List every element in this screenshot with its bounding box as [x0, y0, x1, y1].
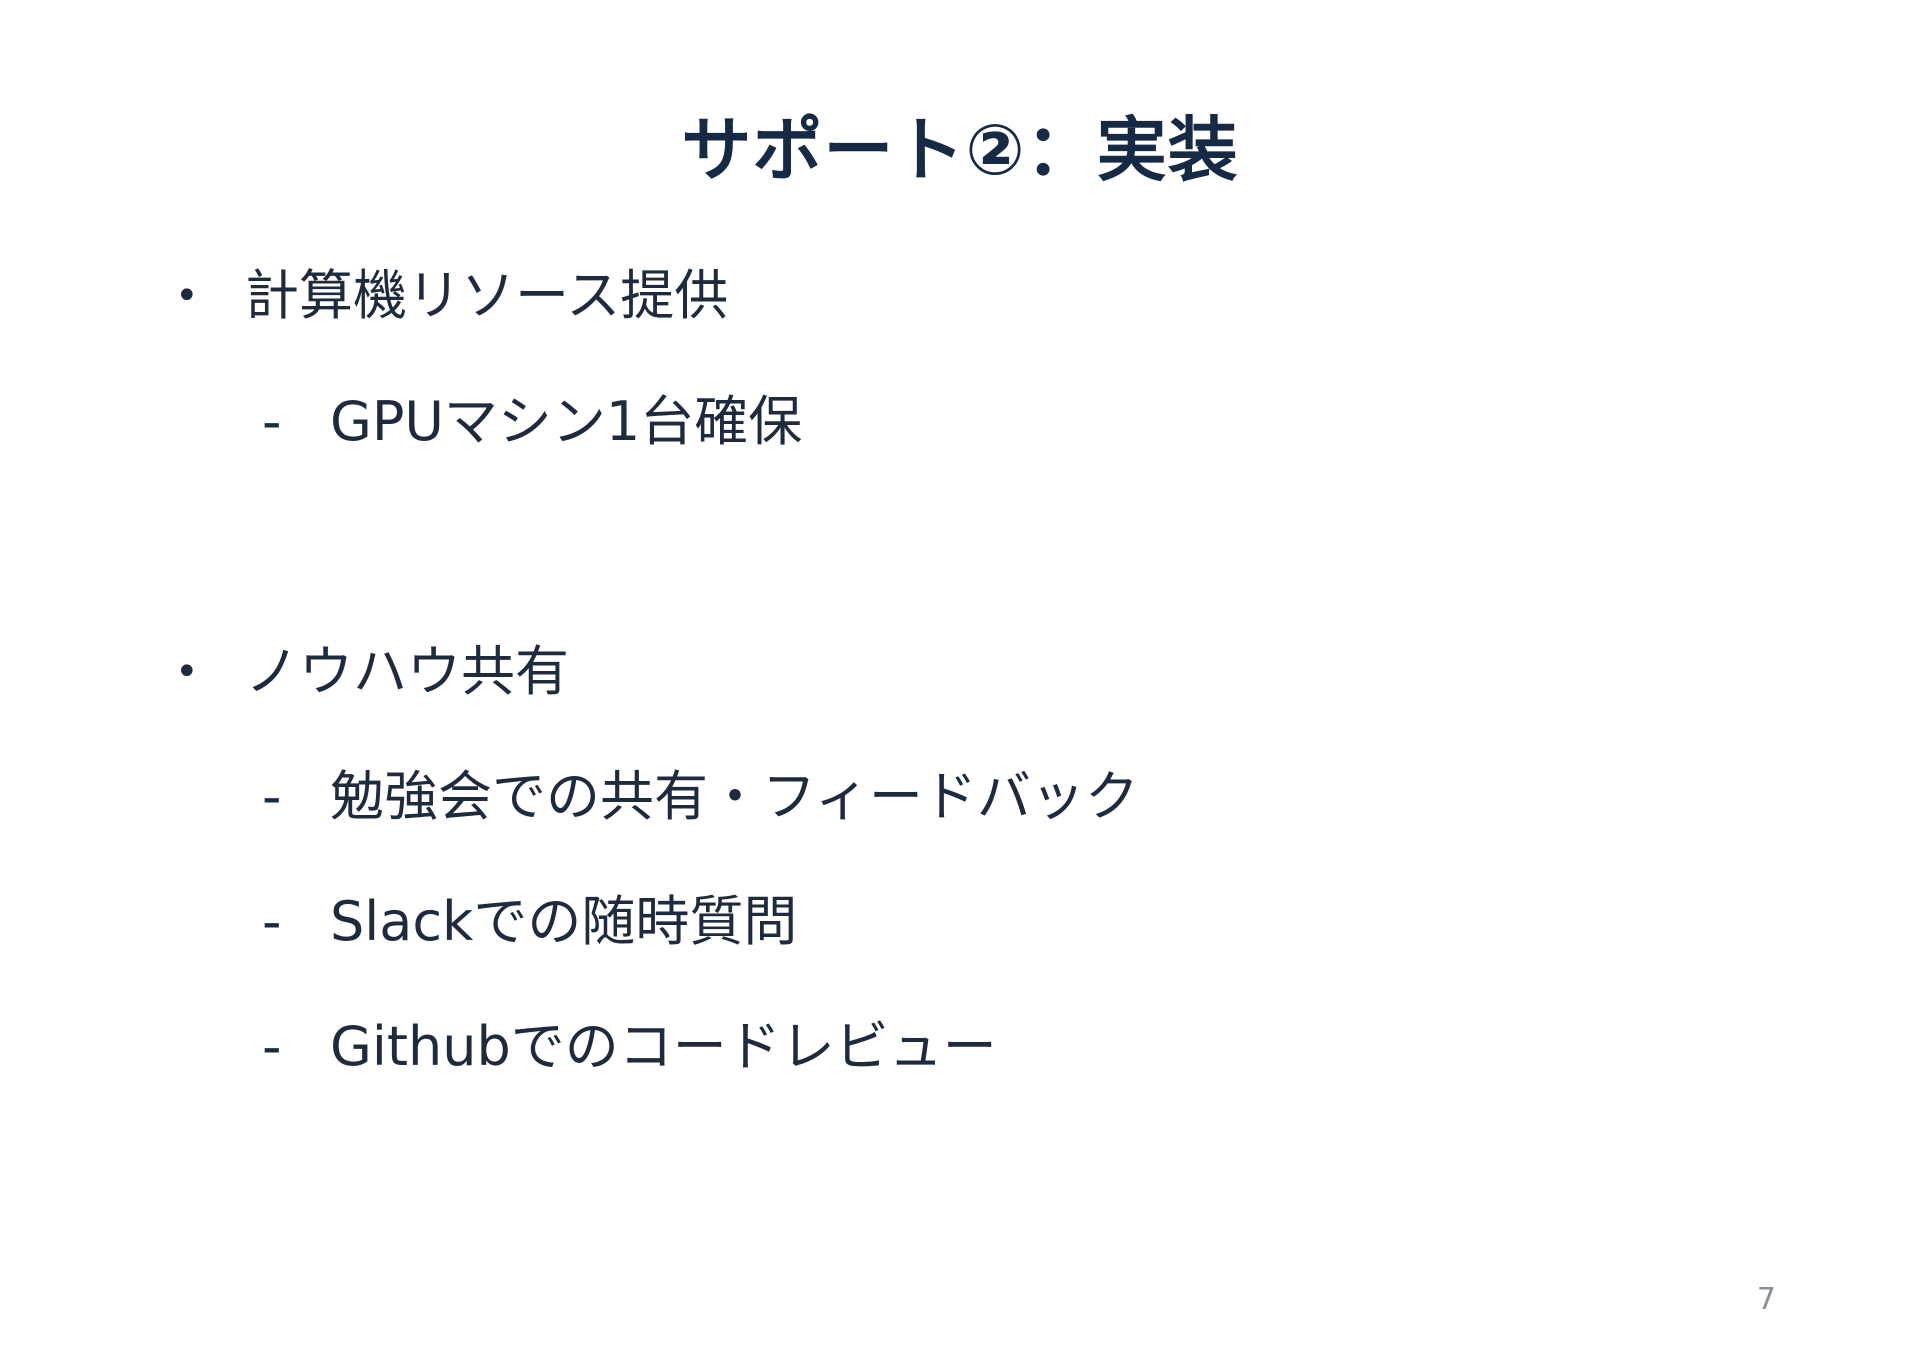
sub-item-study-session: - 勉強会での共有・フィードバック: [262, 757, 1139, 837]
page-number: 7: [1756, 1282, 1776, 1317]
dash-icon: -: [262, 890, 282, 953]
bullet-icon: •: [175, 273, 199, 319]
bullet-item-compute-resources: • 計算機リソース提供: [170, 256, 728, 336]
dash-icon: -: [262, 390, 282, 453]
bullet-icon: •: [175, 649, 199, 695]
sub-item-label: Slackでの随時質問: [330, 890, 798, 953]
sub-item-slack-questions: - Slackでの随時質問: [262, 882, 797, 962]
slide-title: サポート②：実装: [681, 109, 1239, 191]
sub-item-label: GPUマシン1台確保: [330, 390, 803, 453]
sub-item-github-review: - Githubでのコードレビュー: [262, 1007, 997, 1087]
sub-item-gpu-machine: - GPUマシン1台確保: [262, 382, 802, 462]
dash-icon: -: [262, 1015, 282, 1078]
sub-item-label: Githubでのコードレビュー: [330, 1015, 997, 1078]
dash-icon: -: [262, 765, 282, 828]
bullet-label: ノウハウ共有: [245, 640, 569, 703]
bullet-item-knowhow-sharing: • ノウハウ共有: [170, 632, 569, 712]
bullet-label: 計算機リソース提供: [245, 264, 729, 327]
sub-item-label: 勉強会での共有・フィードバック: [330, 765, 1139, 828]
